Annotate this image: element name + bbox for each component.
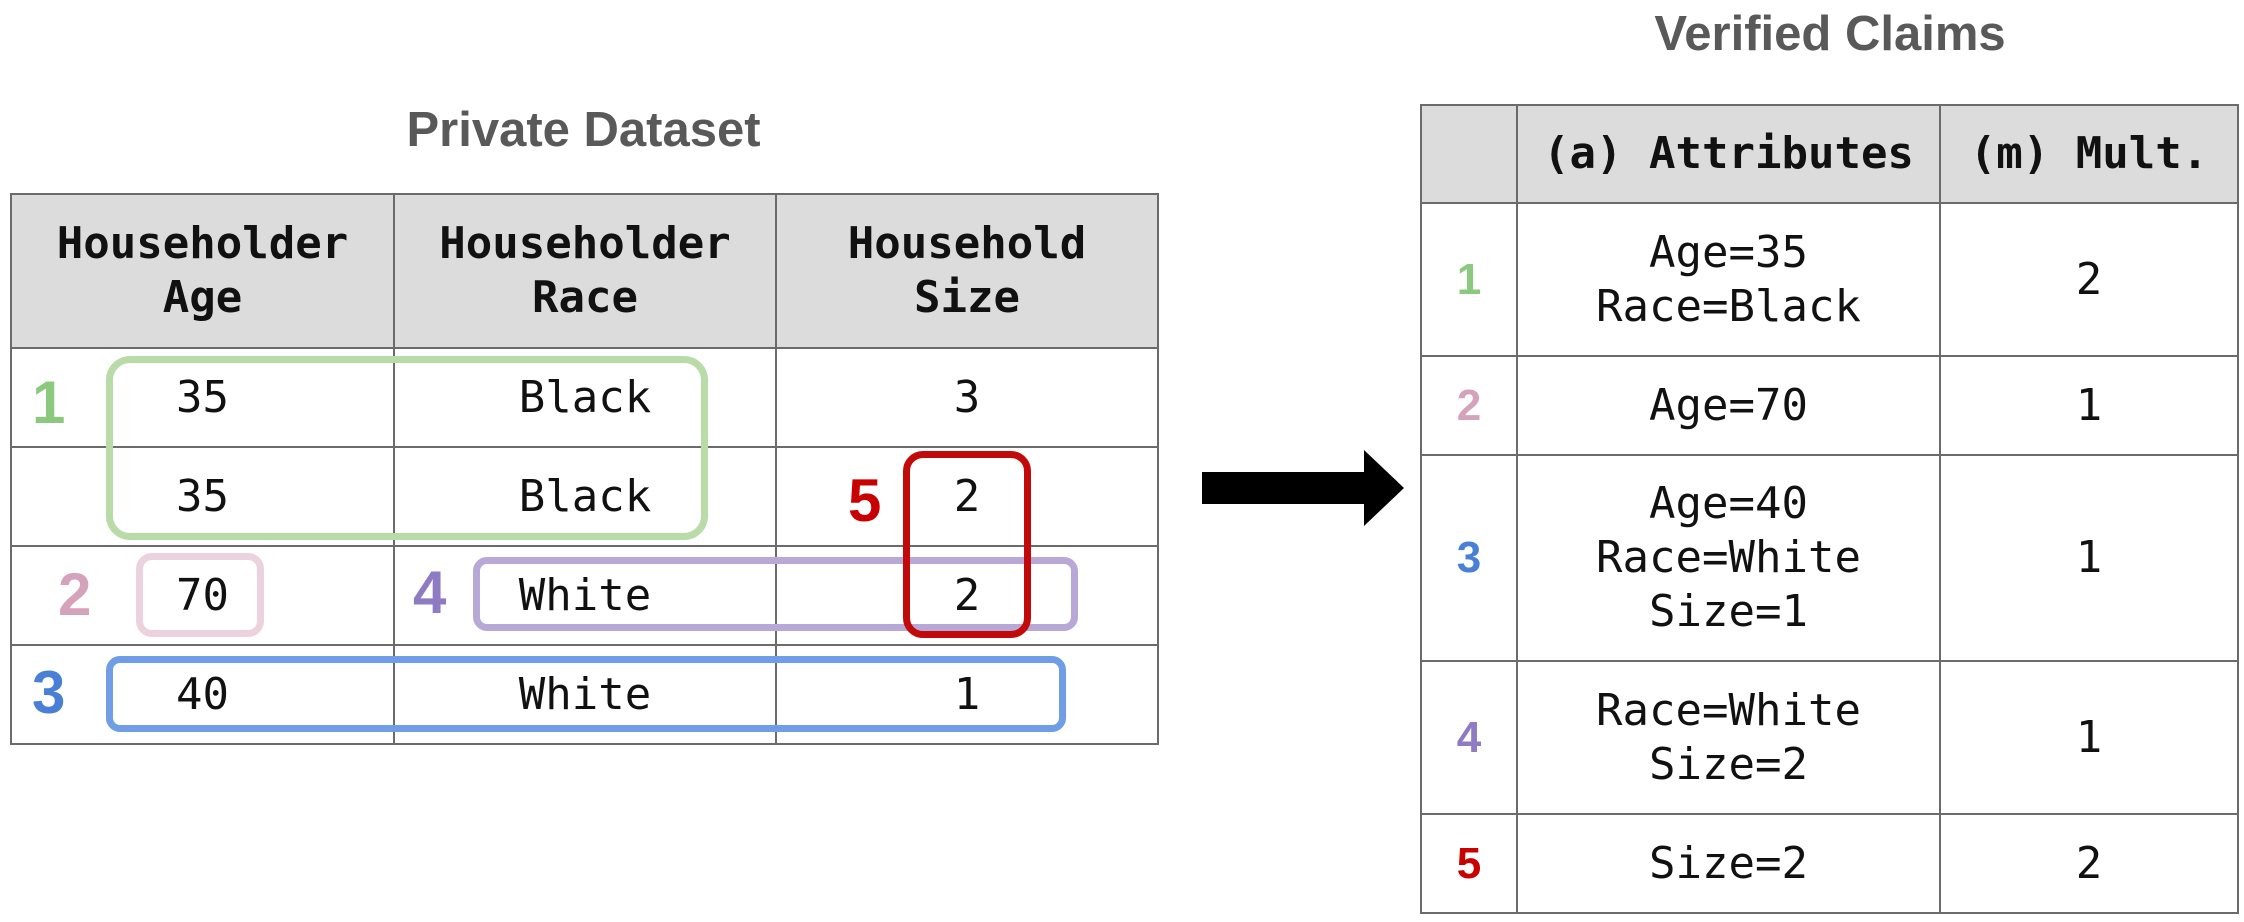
cell-race: Black <box>393 446 777 547</box>
claim-row: 4 Race=White Size=2 1 <box>1420 660 2239 815</box>
claim-index: 5 <box>1420 813 1518 914</box>
claim-5-label: 5 <box>848 467 882 534</box>
claim-row: 3 Age=40 Race=White Size=1 1 <box>1420 454 2239 662</box>
claim-index: 4 <box>1420 660 1518 815</box>
claim-row: 1 Age=35 Race=Black 2 <box>1420 202 2239 357</box>
header-household-size: Household Size <box>775 193 1159 349</box>
claim-1-label: 1 <box>32 369 66 436</box>
claim-4-highlight-box <box>473 557 1078 631</box>
claim-row: 5 Size=2 2 <box>1420 813 2239 914</box>
header-householder-race: Householder Race <box>393 193 777 349</box>
claim-row: 2 Age=70 1 <box>1420 355 2239 456</box>
claim-index: 2 <box>1420 355 1518 456</box>
cell-size: 2 <box>775 446 1159 547</box>
claim-multiplicity: 1 <box>1939 355 2239 456</box>
private-header-row: Householder Age Householder Race Househo… <box>10 193 1159 349</box>
table-row: 35 Black 2 <box>10 446 1159 547</box>
cell-age: 35 <box>10 446 395 547</box>
claim-attributes: Race=White Size=2 <box>1516 660 1941 815</box>
claim-attributes: Age=35 Race=Black <box>1516 202 1941 357</box>
claim-2-label: 2 <box>58 561 92 628</box>
header-householder-age: Householder Age <box>10 193 395 349</box>
cell-age: 35 <box>10 347 395 448</box>
cell-race: Black <box>393 347 777 448</box>
claim-2-highlight-box <box>136 553 264 637</box>
claim-index: 1 <box>1420 202 1518 357</box>
claim-attributes: Age=70 <box>1516 355 1941 456</box>
cell-size: 3 <box>775 347 1159 448</box>
header-index <box>1420 104 1518 204</box>
claim-3-highlight-box <box>106 656 1066 732</box>
claim-3-label: 3 <box>32 659 66 726</box>
claim-4-label: 4 <box>413 559 447 626</box>
claim-multiplicity: 2 <box>1939 202 2239 357</box>
claim-multiplicity: 1 <box>1939 660 2239 815</box>
header-multiplicity: (m) Mult. <box>1939 104 2239 204</box>
claim-attributes: Size=2 <box>1516 813 1941 914</box>
claims-header-row: (a) Attributes (m) Mult. <box>1420 104 2239 204</box>
claim-attributes: Age=40 Race=White Size=1 <box>1516 454 1941 662</box>
header-attributes: (a) Attributes <box>1516 104 1941 204</box>
claim-5-highlight-box <box>903 451 1031 638</box>
verified-claims-table: (a) Attributes (m) Mult. 1 Age=35 Race=B… <box>1420 104 2239 914</box>
claim-multiplicity: 1 <box>1939 454 2239 662</box>
claim-1-highlight-box <box>106 356 708 540</box>
cell-age: 70 <box>10 545 395 646</box>
arrow-right-icon <box>1202 450 1404 526</box>
verified-claims-title: Verified Claims <box>1654 7 2006 61</box>
private-dataset-title: Private Dataset <box>406 103 761 157</box>
claim-multiplicity: 2 <box>1939 813 2239 914</box>
claim-index: 3 <box>1420 454 1518 662</box>
table-row: 35 Black 3 <box>10 347 1159 448</box>
